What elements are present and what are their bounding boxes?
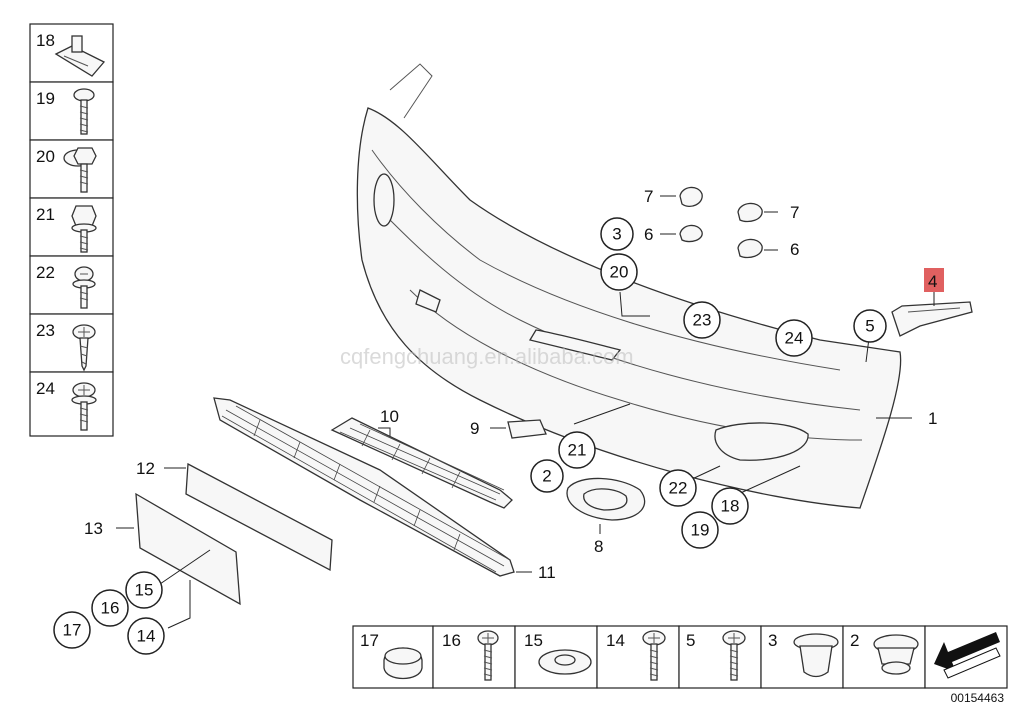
callout-4: 4: [928, 272, 937, 291]
collar-screw-icon: [73, 88, 95, 135]
clip-nut-icon: [54, 35, 106, 77]
grommet-2-icon: [873, 634, 919, 675]
callout-24: 24: [785, 329, 804, 348]
callout-5: 5: [865, 317, 874, 336]
callout-15: 15: [135, 581, 154, 600]
bumper-cover: [356, 63, 902, 509]
table-label-20: 20: [36, 147, 55, 166]
fog-lamp-ring-8: [566, 477, 646, 521]
screw-5-icon: [722, 630, 746, 681]
circled-callouts: 3 20 23 24 5 21 2 22 18 19 15 16 17 14: [53, 217, 887, 655]
grille-10: [330, 417, 513, 509]
callout-1: 1: [928, 409, 937, 428]
callout-7a: 7: [644, 187, 653, 206]
bush-3-icon: [793, 633, 839, 678]
watermark-text: cqfengchuang.en.alibaba.com: [340, 344, 634, 369]
bottom-label-5: 5: [686, 631, 695, 650]
document-id: 00154463: [951, 691, 1005, 705]
callout-20: 20: [610, 263, 629, 282]
callout-22: 22: [669, 479, 688, 498]
callout-19: 19: [691, 521, 710, 540]
table-label-21: 21: [36, 205, 55, 224]
lower-mesh-11: [213, 397, 515, 577]
callout-6a: 6: [644, 225, 653, 244]
pan-screw-icon: [72, 266, 96, 309]
screw-14-icon: [642, 630, 666, 681]
hex-bolt-icon: [71, 205, 97, 253]
callout-9: 9: [470, 419, 479, 438]
license-bracket-13: [135, 492, 241, 606]
callout-12: 12: [136, 459, 155, 478]
side-bracket-4: [891, 301, 973, 337]
table-label-19: 19: [36, 89, 55, 108]
highlight-box-4: [924, 268, 944, 292]
table-label-22: 22: [36, 263, 55, 282]
left-parts-table: 18 19 20 21 22 23 24: [29, 23, 114, 437]
callout-14: 14: [137, 627, 156, 646]
trim-caps: [679, 186, 763, 259]
callout-17: 17: [63, 621, 82, 640]
callout-21: 21: [568, 441, 587, 460]
callout-3: 3: [612, 225, 621, 244]
callout-16: 16: [101, 599, 120, 618]
table-label-24: 24: [36, 379, 55, 398]
washer-15-icon: [538, 649, 592, 675]
bottom-label-16: 16: [442, 631, 461, 650]
washer-screw-icon: [71, 382, 97, 431]
bottom-label-2: 2: [850, 631, 859, 650]
callout-23: 23: [693, 311, 712, 330]
direction-arrow-icon: [934, 632, 1001, 679]
leader-lines: [116, 195, 935, 629]
bottom-label-15: 15: [524, 631, 543, 650]
callout-2: 2: [542, 467, 551, 486]
bottom-label-17: 17: [360, 631, 379, 650]
callout-13: 13: [84, 519, 103, 538]
trim-piece-9: [507, 419, 547, 439]
screw-16-icon: [477, 630, 499, 681]
bottom-label-14: 14: [606, 631, 625, 650]
table-label-23: 23: [36, 321, 55, 340]
license-plate-base-12: [185, 462, 333, 572]
callout-18: 18: [721, 497, 740, 516]
callout-10: 10: [380, 407, 399, 426]
bottom-parts-table: 17 16 15 14 5 3 2: [352, 625, 1008, 689]
hex-bolt-washer-icon: [63, 147, 97, 193]
countersunk-screw-icon: [72, 324, 96, 372]
callout-8: 8: [594, 537, 603, 556]
bottom-label-3: 3: [768, 631, 777, 650]
callout-6b: 6: [790, 240, 799, 259]
table-label-18: 18: [36, 31, 55, 50]
callout-7b: 7: [790, 203, 799, 222]
plug-cap-icon: [383, 647, 423, 680]
callout-11: 11: [538, 563, 556, 582]
